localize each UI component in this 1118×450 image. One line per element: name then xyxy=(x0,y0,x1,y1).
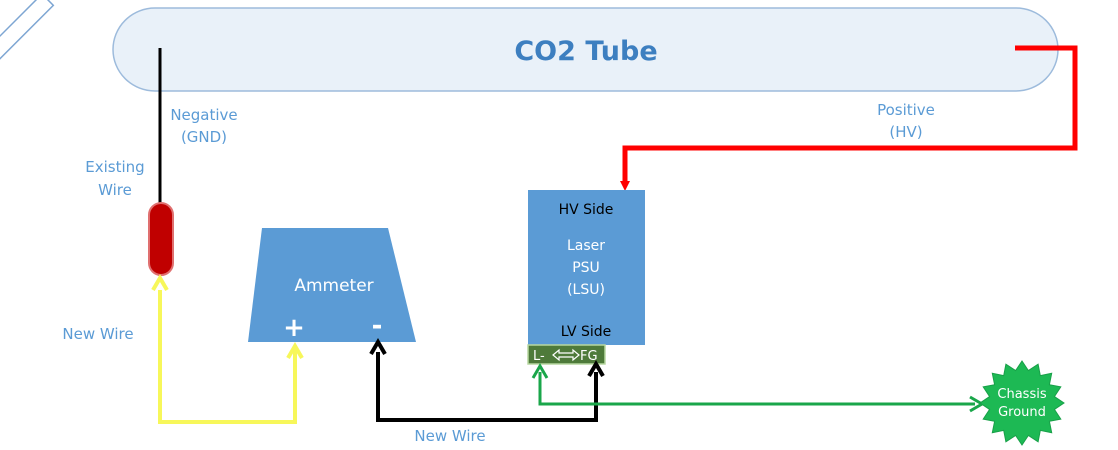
psu-label-line1: Laser xyxy=(567,238,605,254)
existing-wire-sleeve xyxy=(148,202,174,276)
ground-label-line1: Chassis xyxy=(997,387,1046,402)
yellow-new-wire xyxy=(158,290,297,424)
green-arrow-up-icon xyxy=(531,363,549,379)
ammeter-minus: - xyxy=(372,311,383,341)
terminal-fg: FG xyxy=(580,349,598,364)
ground-label-line2: Ground xyxy=(998,405,1046,420)
yellow-arrow-up-icon xyxy=(151,274,169,292)
hv-label: (HV) xyxy=(889,123,922,141)
terminal-block xyxy=(527,344,606,365)
positive-label: Positive xyxy=(877,101,935,119)
co2-tube-label: CO2 Tube xyxy=(514,36,657,67)
psu-lv-side: LV Side xyxy=(561,324,612,340)
yellow-arrow-ammeter-icon xyxy=(286,342,304,360)
terminal-l-minus: L- xyxy=(533,349,545,364)
double-arrow-icon xyxy=(552,348,580,362)
mirror-shape xyxy=(0,0,55,78)
black-arrow-fg-icon xyxy=(587,360,605,378)
ammeter-label: Ammeter xyxy=(294,276,373,296)
chassis-ground-starburst xyxy=(979,360,1065,446)
black-new-wire xyxy=(376,352,598,422)
laser-psu-box xyxy=(528,190,645,345)
psu-hv-side: HV Side xyxy=(559,202,614,218)
ammeter-box xyxy=(248,228,416,342)
psu-label-line3: (LSU) xyxy=(567,282,605,298)
existing-wire-label: Wire xyxy=(98,181,132,199)
black-arrow-ammeter-icon xyxy=(369,338,387,356)
positive-hv-wire xyxy=(620,45,1078,191)
new-wire-left-label: New Wire xyxy=(62,325,133,343)
negative-label: Negative xyxy=(170,106,237,124)
ammeter-plus: + xyxy=(283,313,305,343)
existing-label: Existing xyxy=(85,158,144,176)
new-wire-bottom-label: New Wire xyxy=(414,427,485,445)
gnd-label: (GND) xyxy=(181,128,227,146)
psu-label-line2: PSU xyxy=(572,260,600,276)
green-ground-wire xyxy=(538,372,975,406)
